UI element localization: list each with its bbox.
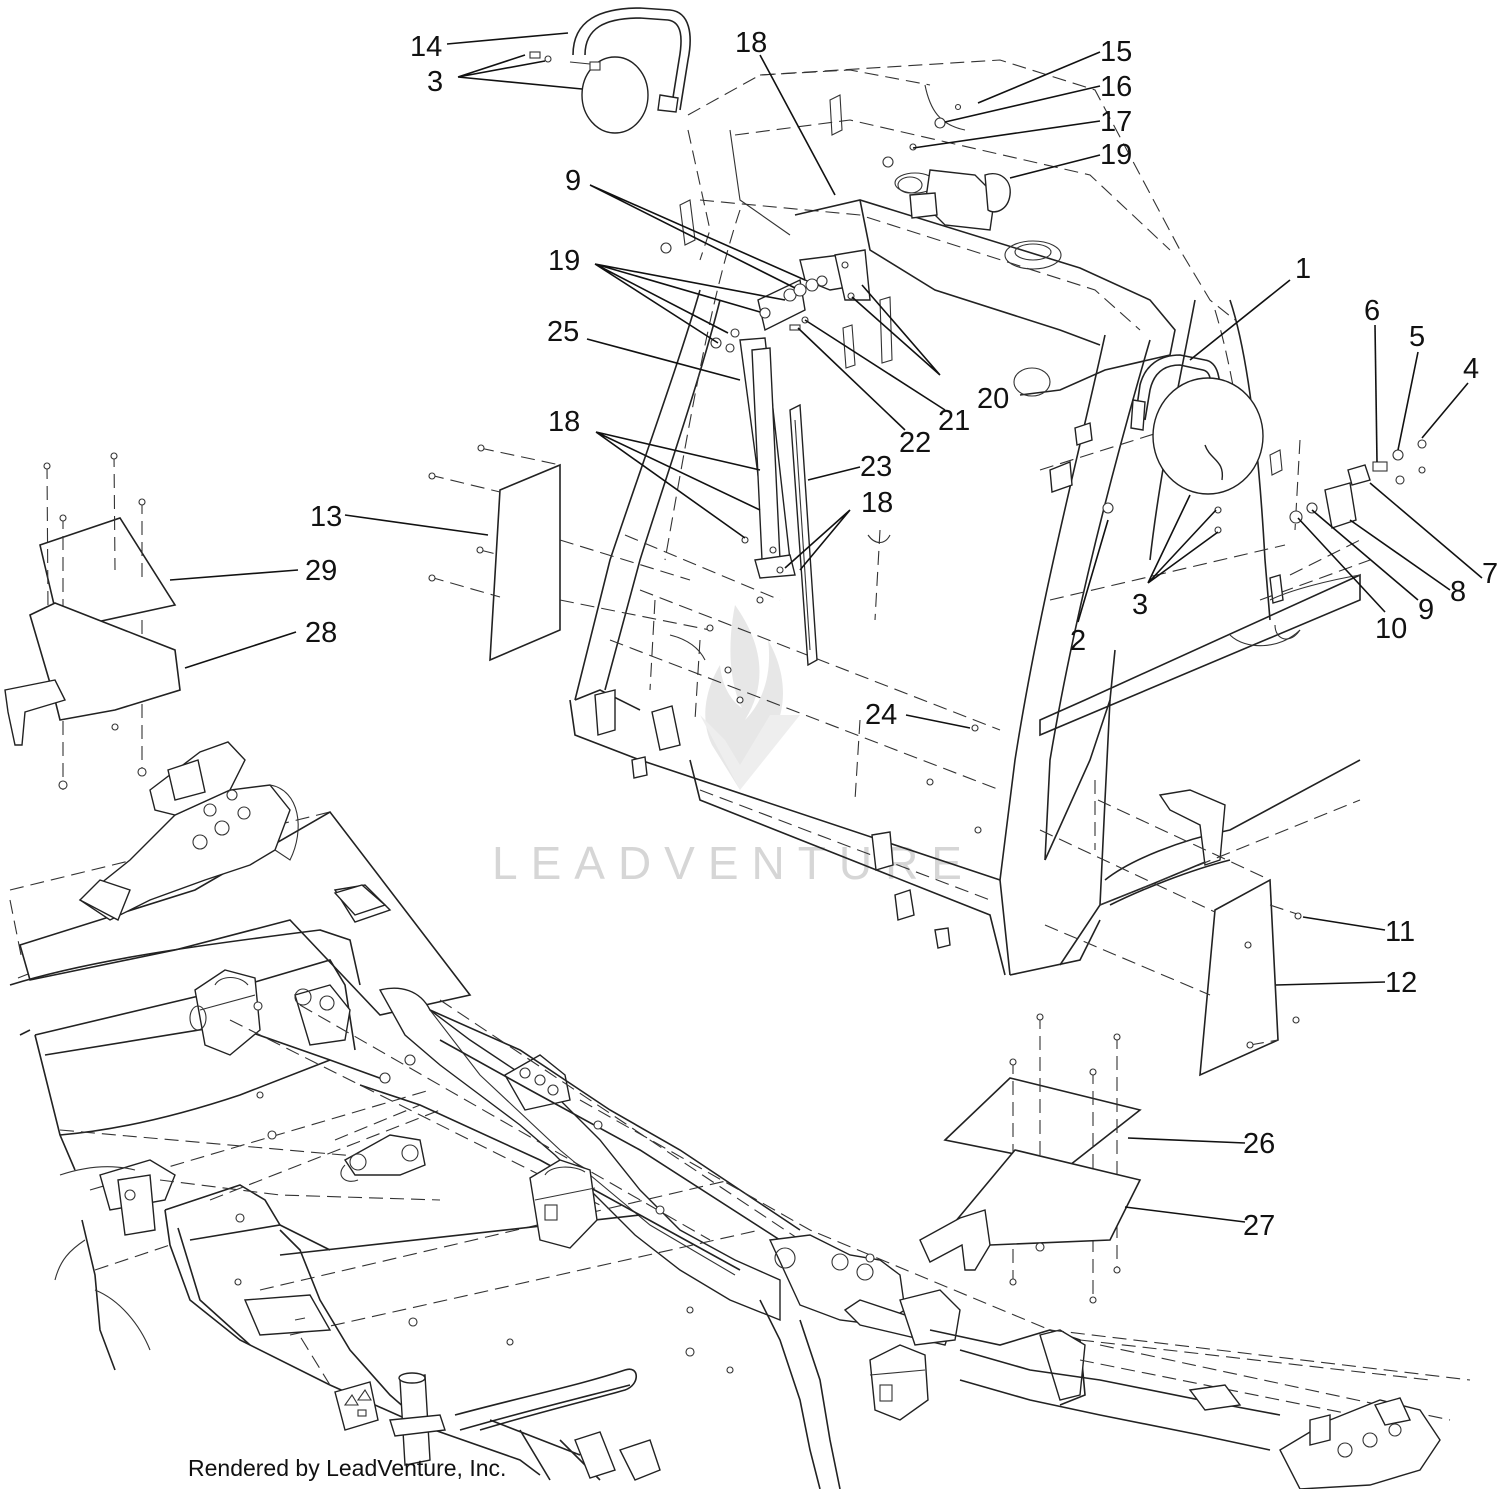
- part-label-17: 17: [1100, 106, 1132, 138]
- part-label-2: 2: [1070, 625, 1086, 657]
- render-credit: Rendered by LeadVenture, Inc.: [188, 1455, 506, 1481]
- part-label-22: 22: [899, 427, 931, 459]
- mirror-top: [529, 7, 691, 134]
- bracket-hardware: [1289, 439, 1427, 529]
- side-panel-12: [926, 724, 1302, 1077]
- plate-27: [919, 1149, 1142, 1304]
- part-label-19-right: 19: [1100, 139, 1132, 171]
- leadventure-logo: [700, 605, 800, 790]
- wiper-arm: [660, 242, 871, 667]
- part-label-25: 25: [547, 316, 579, 348]
- part-label-23: 23: [860, 451, 892, 483]
- shield-28: [4, 602, 181, 746]
- part-label-29: 29: [305, 555, 337, 587]
- part-label-18-top: 18: [735, 27, 767, 59]
- part-label-20: 20: [977, 383, 1009, 415]
- part-label-5: 5: [1409, 321, 1425, 353]
- part-label-1: 1: [1295, 253, 1311, 285]
- part-label-4: 4: [1463, 353, 1479, 385]
- part-label-8: 8: [1450, 576, 1466, 608]
- chassis-frame: [9, 741, 1471, 1489]
- part-label-26: 26: [1243, 1128, 1275, 1160]
- mirror-right: [1102, 354, 1264, 534]
- part-label-3-top: 3: [427, 66, 443, 98]
- part-label-10: 10: [1375, 613, 1407, 645]
- watermark-text: LEADVENTURE: [492, 837, 975, 889]
- part-label-28: 28: [305, 617, 337, 649]
- part-label-27: 27: [1243, 1210, 1275, 1242]
- part-label-24: 24: [865, 699, 897, 731]
- side-panel-13: [428, 444, 764, 704]
- part-label-15: 15: [1100, 36, 1132, 68]
- wiper-motor: [882, 103, 1011, 231]
- part-label-9-top: 9: [565, 165, 581, 197]
- part-labels: 14 3 18 15 16 17 19 9 19 25 1 6 5 4 20 2…: [305, 27, 1498, 1242]
- leader-lines: [169, 32, 1483, 1223]
- part-label-18-low: 18: [861, 487, 893, 519]
- part-label-14: 14: [410, 31, 442, 63]
- part-label-11: 11: [1385, 916, 1415, 948]
- part-label-6: 6: [1364, 295, 1380, 327]
- part-label-18-mid: 18: [548, 406, 580, 438]
- part-label-19-left: 19: [548, 245, 580, 277]
- part-label-16: 16: [1100, 71, 1132, 103]
- part-label-13: 13: [310, 501, 342, 533]
- part-label-7: 7: [1482, 558, 1498, 590]
- part-label-3-right: 3: [1132, 589, 1148, 621]
- shield-29: [39, 452, 177, 790]
- part-label-21: 21: [938, 405, 970, 437]
- part-label-12: 12: [1385, 967, 1417, 999]
- part-label-9-right: 9: [1418, 594, 1434, 626]
